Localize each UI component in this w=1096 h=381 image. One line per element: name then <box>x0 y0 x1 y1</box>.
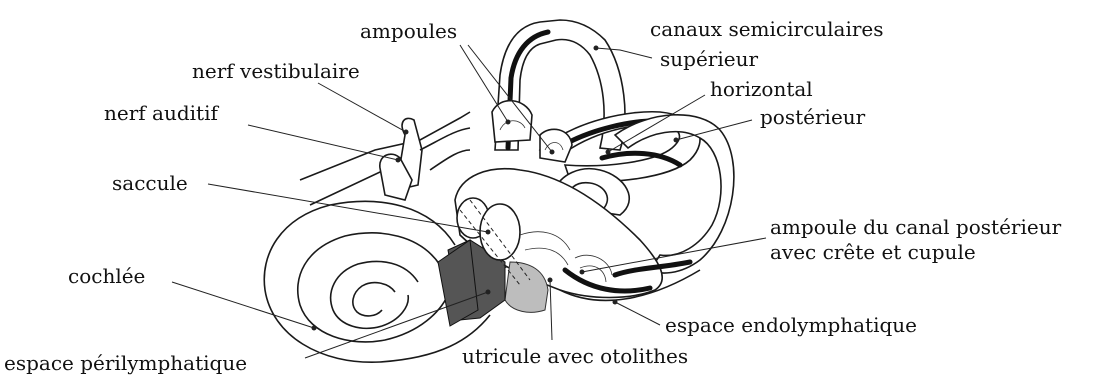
vestibule <box>448 169 700 320</box>
label-posterieur: postérieur <box>760 105 866 129</box>
label-utricule-otolithes: utricule avec otolithes <box>462 344 688 368</box>
label-espace-endolymphatique: espace endolymphatique <box>665 313 917 337</box>
cochlea-icon <box>264 201 490 362</box>
label-cochlee: cochlée <box>68 264 145 288</box>
label-horizontal: horizontal <box>710 77 813 101</box>
label-canaux-semicirculaires: canaux semicirculaires <box>650 17 884 41</box>
label-ampoules: ampoules <box>360 19 457 43</box>
label-nerf-auditif: nerf auditif <box>104 101 219 125</box>
label-superieur: supérieur <box>660 47 758 71</box>
label-ampoule-canal-posterieur: ampoule du canal postérieur <box>770 215 1062 239</box>
label-crete-cupule: avec crête et cupule <box>770 240 976 264</box>
label-nerf-vestibulaire: nerf vestibulaire <box>192 59 360 83</box>
label-espace-perilymphatique: espace périlymphatique <box>4 351 247 375</box>
label-saccule: saccule <box>112 171 188 195</box>
nerve-branches-icon <box>300 112 470 205</box>
